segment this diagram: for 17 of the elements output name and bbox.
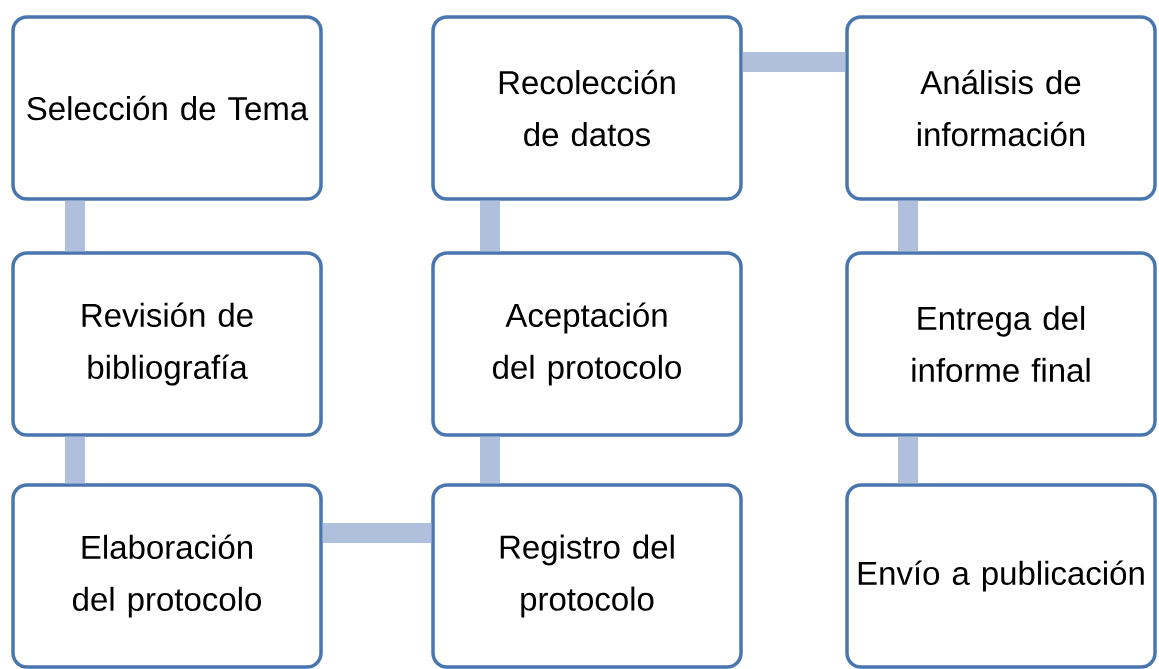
connector-bar	[898, 200, 918, 252]
process-box: Aceptación del protocolo	[431, 251, 743, 437]
process-box: Envío a publicación	[845, 483, 1157, 669]
process-box: Entrega del informe final	[845, 251, 1157, 437]
process-box: Revisión de bibliografía	[11, 251, 323, 437]
process-box: Registro del protocolo	[431, 483, 743, 669]
process-box: Análisis de información	[845, 15, 1157, 201]
process-box: Selección de Tema	[11, 15, 323, 201]
connector-bar	[742, 52, 846, 72]
connector-bar	[480, 200, 500, 252]
connector-bar	[480, 436, 500, 484]
process-box: Recolección de datos	[431, 15, 743, 201]
connector-bar	[65, 200, 85, 252]
process-box: Elaboración del protocolo	[11, 483, 323, 669]
connector-bar	[65, 436, 85, 484]
connector-bar	[322, 523, 432, 543]
connector-bar	[898, 436, 918, 484]
